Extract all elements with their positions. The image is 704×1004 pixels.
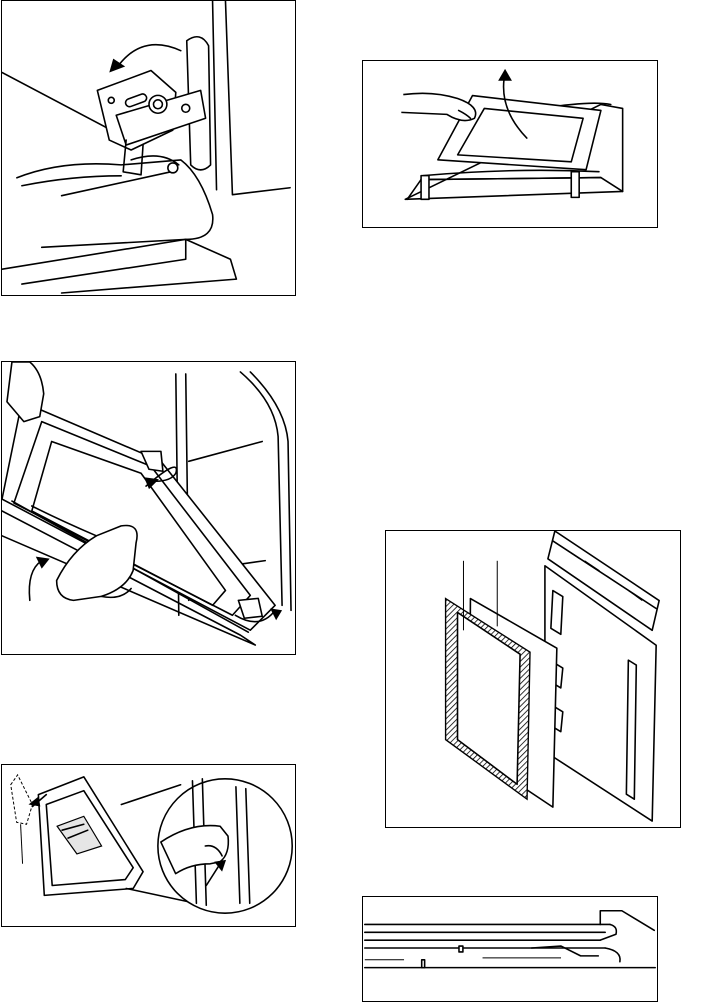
glass-panel-section-illustration: [363, 897, 657, 1001]
door-trim-removal-figure: [1, 764, 296, 927]
remove-glass-panel-illustration: [363, 61, 657, 227]
door-glass-panels-figure: [385, 530, 681, 828]
glass-panel-section-figure: [362, 896, 658, 1002]
hinge-lever-illustration: [2, 1, 295, 295]
remove-glass-panel-figure: [362, 60, 658, 228]
hinge-lever-figure: [1, 0, 296, 296]
lift-door-illustration: [2, 362, 295, 654]
door-trim-removal-illustration: [2, 765, 295, 926]
door-glass-panels-illustration: [386, 531, 680, 827]
lift-door-figure: [1, 361, 296, 655]
